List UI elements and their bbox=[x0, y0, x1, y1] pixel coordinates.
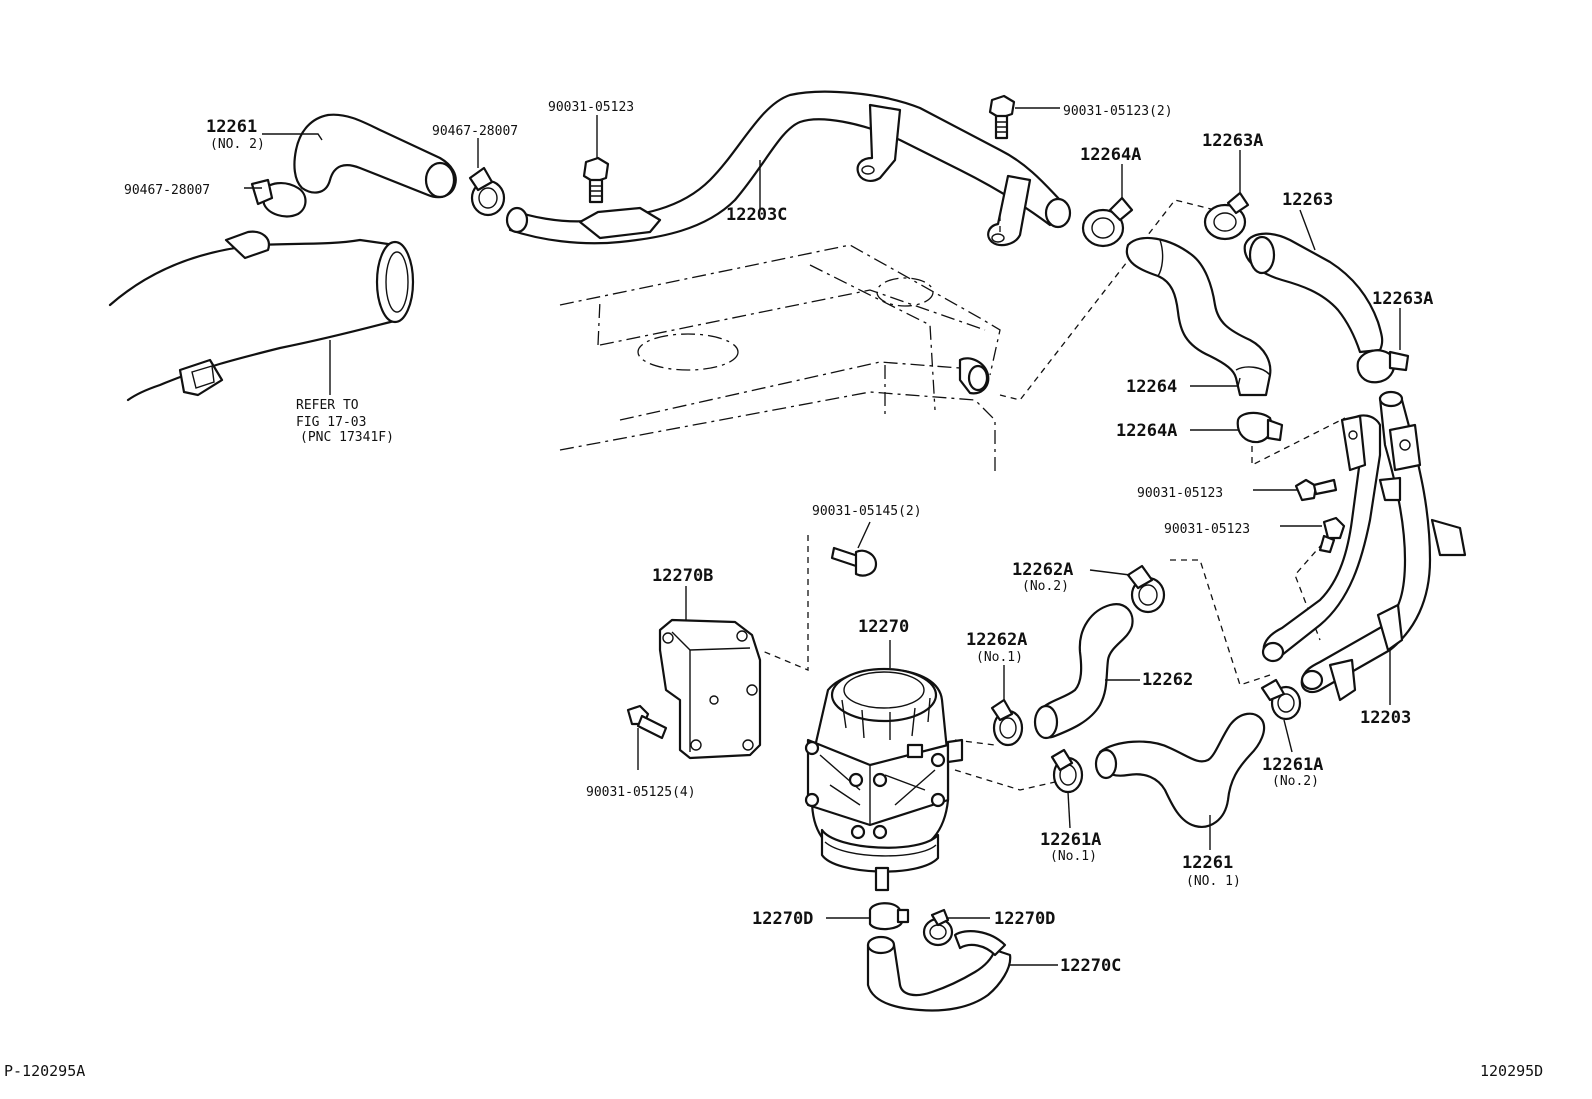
label-12263A-top: 12263A bbox=[1202, 131, 1263, 151]
hose-12263 bbox=[1243, 232, 1384, 354]
label-12262: 12262 bbox=[1142, 670, 1193, 690]
air-intake-duct bbox=[108, 230, 415, 402]
clamp-12263A-top bbox=[1203, 191, 1250, 241]
label-12264A-mid: 12264A bbox=[1116, 421, 1177, 441]
hose-12261-no1 bbox=[1094, 712, 1266, 828]
label-12203: 12203 bbox=[1360, 708, 1411, 728]
footer: P-120295A 120295D bbox=[4, 1062, 1543, 1080]
footer-right-code: 120295D bbox=[1480, 1062, 1543, 1080]
clamp-12262A-no2 bbox=[1126, 564, 1166, 614]
label-12203C: 12203C bbox=[726, 205, 787, 225]
label-90031-05123-r1: 90031-05123 bbox=[1137, 486, 1223, 501]
clamp-12261A-no2 bbox=[1260, 678, 1302, 721]
label-90031-05125: 90031-05125(4) bbox=[586, 785, 696, 800]
note-line2: FIG 17-03 bbox=[296, 415, 366, 430]
bolt-90031-05123-2 bbox=[988, 94, 1016, 140]
bolt-90031-05123-top bbox=[582, 156, 610, 204]
engine-outline bbox=[559, 244, 1001, 475]
note-line1: REFER TO bbox=[296, 398, 359, 413]
bracket-12270B bbox=[658, 618, 762, 760]
bolt-90031-05145 bbox=[830, 546, 878, 577]
note-line3: (PNC 17341F) bbox=[300, 430, 394, 445]
leader-lines bbox=[244, 107, 1401, 966]
clamp-12270D-left bbox=[868, 902, 910, 931]
label-12270C: 12270C bbox=[1060, 956, 1121, 976]
label-90031-05123-r2: 90031-05123 bbox=[1164, 522, 1250, 537]
label-12262A-no2: 12262A bbox=[1012, 560, 1073, 580]
part-labels: 12261 (NO. 2) 90467-28007 90467-28007 90… bbox=[124, 100, 1433, 976]
label-12270D-left: 12270D bbox=[752, 909, 813, 929]
hose-12262 bbox=[1033, 603, 1134, 740]
label-12261A-no2: 12261A bbox=[1262, 755, 1323, 775]
hose-12270C bbox=[866, 930, 1012, 1012]
label-12261-no2: 12261 bbox=[206, 117, 257, 137]
label-12261-no1: 12261 bbox=[1182, 853, 1233, 873]
label-12261-no2-sub: (NO. 2) bbox=[210, 137, 265, 152]
label-12262A-no2-sub: (No.2) bbox=[1022, 579, 1069, 594]
label-12263: 12263 bbox=[1282, 190, 1333, 210]
footer-left-code: P-120295A bbox=[4, 1062, 85, 1080]
separator-12270 bbox=[804, 667, 964, 892]
label-12264: 12264 bbox=[1126, 377, 1177, 397]
clamp-12263A-right bbox=[1356, 349, 1410, 384]
clamp-12261A-no1 bbox=[1050, 748, 1084, 794]
bolt-90031-05123-r1 bbox=[1294, 478, 1338, 502]
clamp-12270D-right bbox=[922, 908, 954, 947]
label-90031-05123-2: 90031-05123(2) bbox=[1063, 104, 1173, 119]
label-12261A-no1: 12261A bbox=[1040, 830, 1101, 850]
pipe-12203 bbox=[1261, 390, 1467, 702]
label-12263A-right: 12263A bbox=[1372, 289, 1433, 309]
label-12270B: 12270B bbox=[652, 566, 713, 586]
label-90031-05145: 90031-05145(2) bbox=[812, 504, 922, 519]
bolt-90031-05123-r2 bbox=[1318, 516, 1346, 554]
label-12262A-no1: 12262A bbox=[966, 630, 1027, 650]
clamp-90467-mid bbox=[468, 166, 506, 217]
label-12261-no1-sub: (NO. 1) bbox=[1186, 874, 1241, 889]
label-12264A-top: 12264A bbox=[1080, 145, 1141, 165]
hose-12264 bbox=[1125, 236, 1272, 397]
label-12261A-no1-sub: (No.1) bbox=[1050, 849, 1097, 864]
hose-12261-no2 bbox=[293, 113, 457, 199]
label-12262A-no1-sub: (No.1) bbox=[976, 650, 1023, 665]
label-12270D-right: 12270D bbox=[994, 909, 1055, 929]
clamp-90467-left bbox=[250, 178, 307, 218]
label-90031-05123-top: 90031-05123 bbox=[548, 100, 634, 115]
clamp-12264A-top bbox=[1081, 196, 1134, 248]
clamp-12264A-mid bbox=[1236, 411, 1284, 444]
pipe-12203C bbox=[505, 90, 1072, 247]
bolt-90031-05125 bbox=[626, 704, 668, 740]
label-12270: 12270 bbox=[858, 617, 909, 637]
label-90467-left: 90467-28007 bbox=[124, 183, 210, 198]
label-90467-mid: 90467-28007 bbox=[432, 124, 518, 139]
label-12261A-no2-sub: (No.2) bbox=[1272, 774, 1319, 789]
clamp-12262A-no1 bbox=[990, 698, 1024, 747]
